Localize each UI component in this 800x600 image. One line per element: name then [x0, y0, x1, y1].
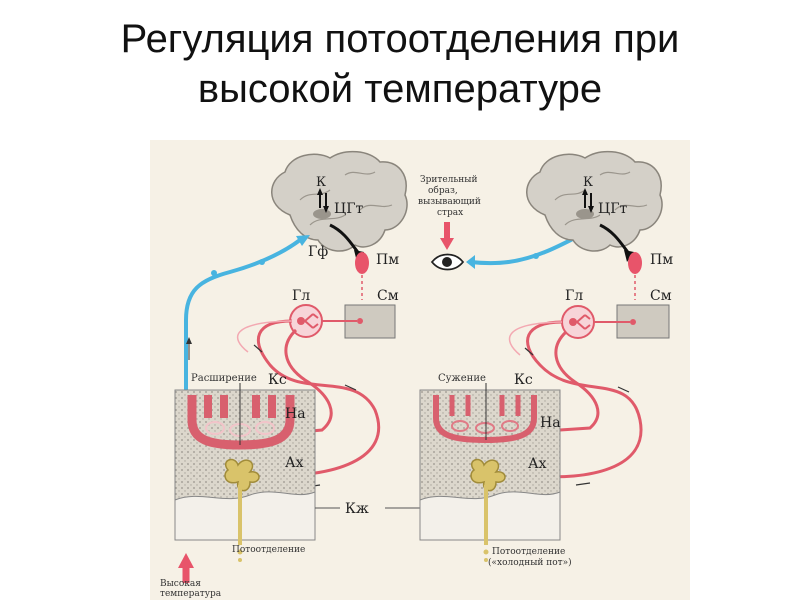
- left-efferent-outer: [256, 319, 381, 477]
- left-label-gl: Гл: [292, 288, 310, 304]
- right-label-k: К: [583, 175, 593, 190]
- right-efferent-outer: [526, 320, 643, 479]
- right-label-ax: Ах: [528, 456, 547, 472]
- left-brain-gyri: [299, 171, 393, 226]
- left-label-vessel-state: Расширение: [191, 373, 257, 384]
- left-cortex-arrows: [319, 193, 327, 208]
- left-label-na: На: [285, 406, 306, 422]
- label-skin: Кж: [345, 501, 369, 517]
- right-label-ks: Кс: [514, 372, 533, 388]
- left-label-stimulus-1: Высокая: [160, 579, 201, 589]
- left-brain: [271, 150, 408, 252]
- right-hypothalamus: [576, 209, 594, 219]
- left-sweat-gland: [224, 458, 260, 492]
- left-label-stimulus-2: температура: [160, 589, 222, 599]
- right-label-stimulus-4: страх: [437, 208, 463, 218]
- right-medulla: [628, 252, 642, 274]
- left-label-ks: Кс: [268, 372, 287, 388]
- left-label-cgt: ЦГт: [334, 201, 363, 217]
- right-vessel-network: [433, 395, 537, 444]
- left-efferent-inner: [284, 328, 333, 434]
- right-label-stimulus-3: вызывающий: [418, 197, 481, 207]
- right-label-stimulus-1: Зрительный: [420, 175, 477, 185]
- right-label-cgt: ЦГт: [598, 201, 627, 217]
- right-label-na: На: [540, 415, 561, 431]
- left-medulla: [355, 252, 369, 274]
- right-label-gl: Гл: [565, 288, 583, 304]
- title-line-1: Регуляция потоотделения при: [120, 17, 680, 61]
- slide-title: Регуляция потоотделения при высокой темп…: [0, 14, 800, 114]
- title-line-2: высокой температуре: [197, 67, 603, 111]
- right-label-stimulus-2: образ,: [428, 185, 458, 196]
- right-sweat-gland: [470, 458, 506, 492]
- arrow-down-icon: [440, 238, 454, 250]
- left-panel: К ЦГт Гф Пм Гл См: [160, 150, 408, 599]
- right-label-sm: См: [650, 288, 672, 304]
- left-label-pm: Пм: [376, 252, 399, 268]
- right-efferent-inner: [554, 330, 600, 432]
- left-afferent-pathway: [184, 238, 302, 520]
- left-label-sweat: Потоотделение: [232, 545, 305, 555]
- right-brain: [526, 150, 663, 252]
- left-label-ax: Ах: [285, 455, 304, 471]
- left-hypothalamus: [313, 209, 331, 219]
- right-label-vessel-state: Сужение: [438, 373, 486, 384]
- right-label-pm: Пм: [650, 252, 673, 268]
- left-label-gf: Гф: [308, 244, 328, 260]
- left-label-sm: См: [377, 288, 399, 304]
- eye-icon: [430, 253, 465, 271]
- right-label-sweat-1: Потоотделение: [492, 547, 565, 557]
- right-panel: К ЦГт Пм Гл См Сужение Кс На Ах Потоотде…: [419, 150, 673, 568]
- right-label-sweat-2: («холодный пот»): [488, 557, 572, 568]
- left-label-k: К: [316, 175, 326, 190]
